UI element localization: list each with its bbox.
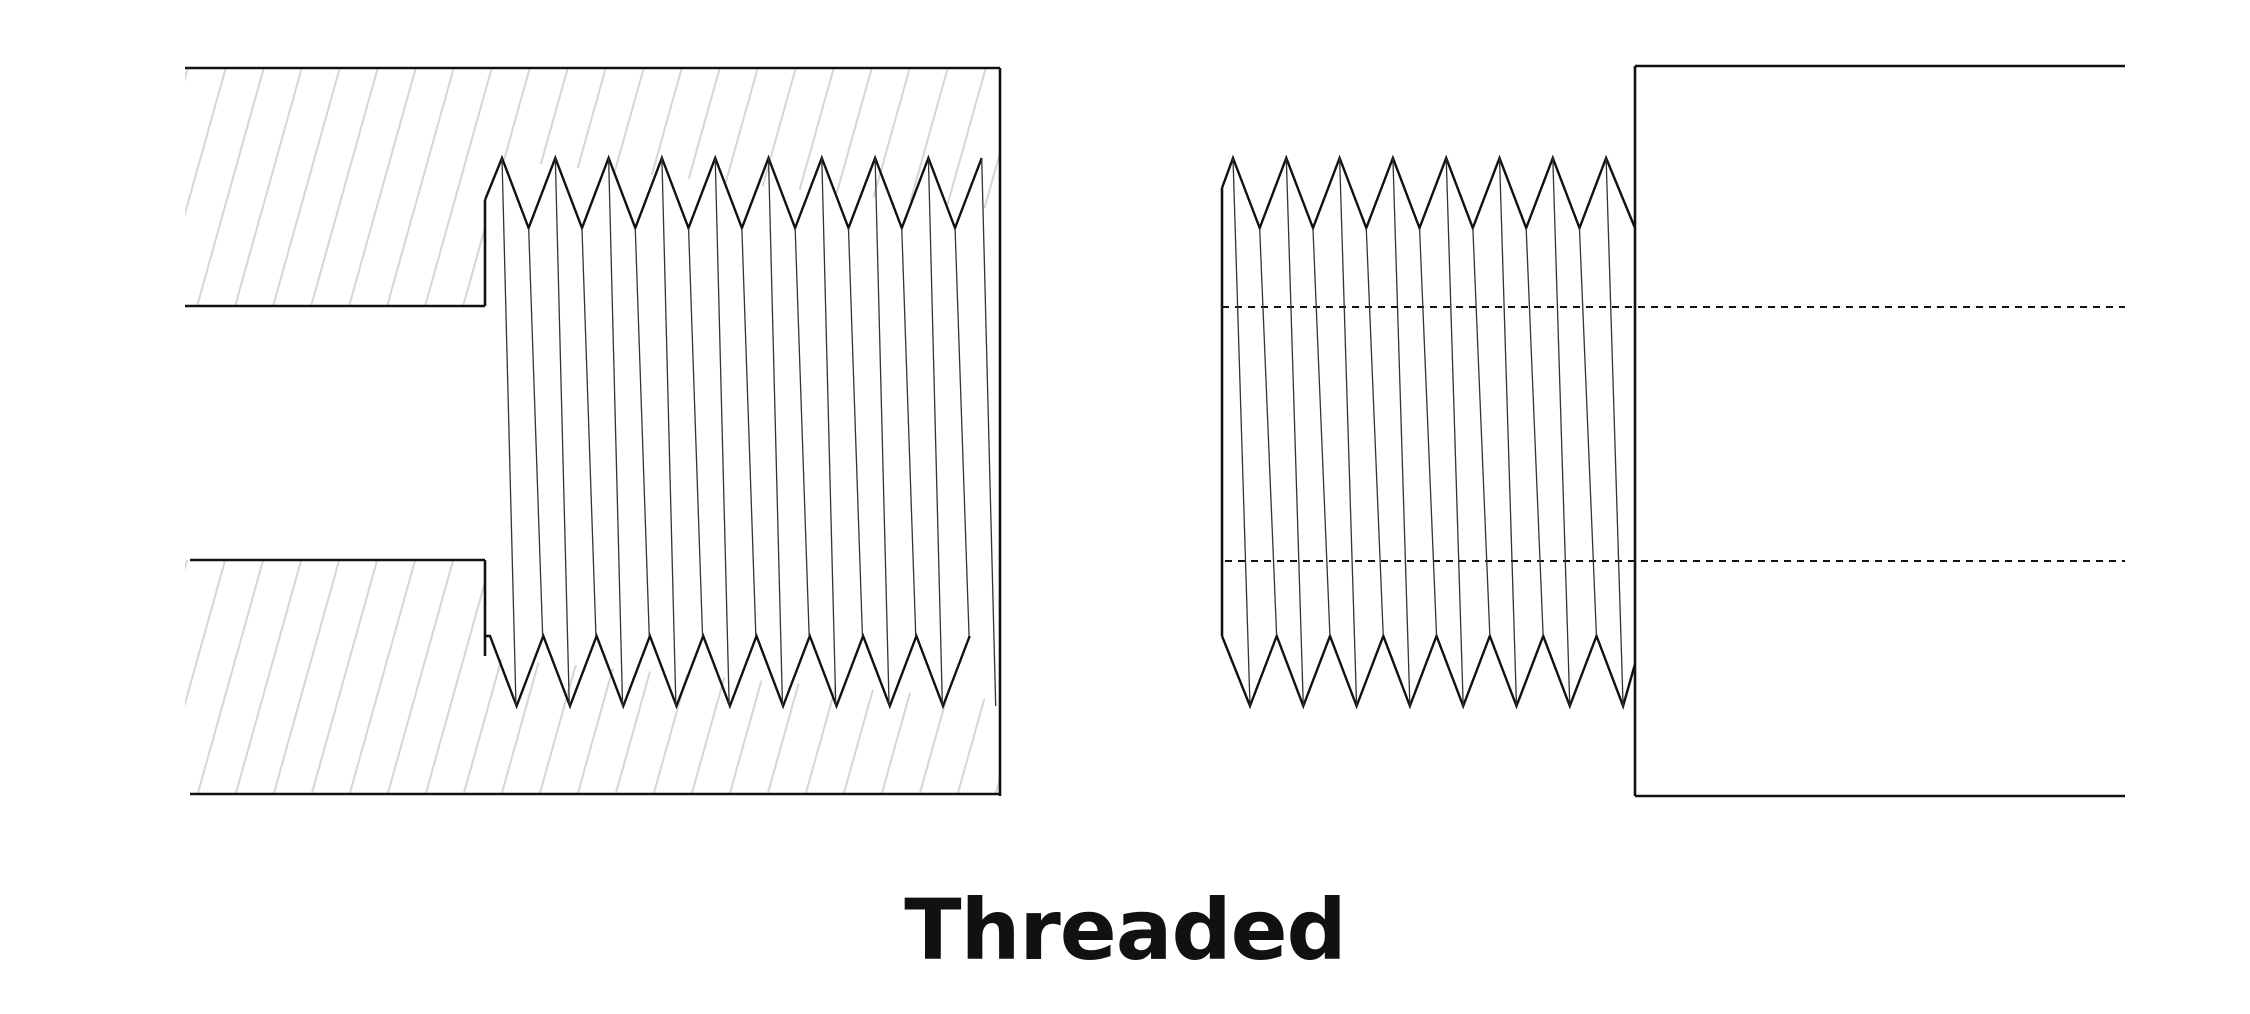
hatch-line xyxy=(841,68,913,306)
hatch-line xyxy=(233,560,305,794)
external-helix-line xyxy=(1525,227,1544,637)
internal-thread-top-profile xyxy=(483,154,983,232)
internal-helix-line xyxy=(714,157,730,707)
internal-helix-line xyxy=(954,227,970,637)
internal-helix-line xyxy=(821,157,837,707)
hatch-line xyxy=(803,68,875,306)
internal-helix-line xyxy=(661,157,677,707)
hatch-line xyxy=(309,68,381,306)
hatch-line xyxy=(499,68,571,306)
hatch-line xyxy=(233,68,305,306)
hatch-line xyxy=(347,68,419,306)
internal-helix-line xyxy=(607,157,624,707)
external-helix-line xyxy=(1445,157,1464,707)
external-helix-line xyxy=(1605,157,1624,707)
hatch-line xyxy=(651,560,723,794)
caption-label: Threaded xyxy=(904,881,1346,979)
hatch-line xyxy=(1070,60,1140,310)
internal-thread-bottom-profile xyxy=(485,632,971,710)
hatch-line xyxy=(461,68,533,306)
internal-helix-line xyxy=(901,227,917,637)
external-helix-line xyxy=(1285,157,1304,707)
external-helix-line xyxy=(1552,157,1571,707)
internal-helix-line xyxy=(874,157,890,707)
internal-helix-line xyxy=(501,157,517,707)
hatch-line xyxy=(499,560,571,794)
external-helix-line xyxy=(1498,157,1518,707)
hatch-line xyxy=(613,68,685,306)
hatch-line xyxy=(803,560,875,794)
external-helix-line xyxy=(1365,227,1384,637)
internal-helix-line xyxy=(581,227,597,637)
hatch-line xyxy=(185,68,229,306)
internal-helix-line xyxy=(554,157,570,707)
hatch-line xyxy=(955,560,1000,794)
hatch-line xyxy=(1032,60,1102,310)
external-helix-line xyxy=(1392,157,1411,707)
internal-helix-line xyxy=(528,227,544,637)
hatch-line xyxy=(993,68,1000,306)
external-helix-line xyxy=(1338,157,1358,707)
external-helix-line xyxy=(1232,157,1251,707)
hatch-line xyxy=(347,560,419,794)
hatch-line xyxy=(727,560,799,794)
hatch-line xyxy=(185,68,191,306)
hatch-line xyxy=(993,560,1000,794)
hatch-line xyxy=(271,68,343,306)
hatch-line xyxy=(917,560,989,794)
hatch-bottom xyxy=(185,550,1140,800)
external-helix-line xyxy=(1578,227,1598,637)
external-helix-line xyxy=(1312,227,1331,637)
external-threaded-part xyxy=(1220,64,2125,798)
hatch-line xyxy=(461,560,533,794)
internal-helix-line xyxy=(767,157,784,707)
external-thread-bottom-profile xyxy=(1220,632,1637,710)
hatch-line xyxy=(185,560,229,794)
hatch-line xyxy=(727,68,799,306)
internal-helix-line xyxy=(927,157,944,707)
hatch-line xyxy=(1070,550,1140,800)
hatch-line xyxy=(185,560,191,794)
hatch-line xyxy=(1032,550,1102,800)
internal-helix-line xyxy=(634,227,650,637)
internal-helix-line xyxy=(981,157,997,707)
hatch-line xyxy=(385,560,457,794)
external-helix-line xyxy=(1259,227,1278,637)
hatch-line xyxy=(423,68,495,306)
internal-helix-line xyxy=(847,227,864,637)
internal-threaded-part xyxy=(185,60,1140,800)
external-thread-top-profile xyxy=(1220,154,1637,232)
hatch-line xyxy=(195,68,267,306)
hatch-line xyxy=(309,560,381,794)
internal-helix-line xyxy=(741,227,757,637)
internal-helix-line xyxy=(794,227,810,637)
internal-helix-line xyxy=(687,227,704,637)
hatch-top xyxy=(185,60,1140,310)
hatch-line xyxy=(385,68,457,306)
hatch-line xyxy=(423,560,495,794)
hatch-line xyxy=(765,68,837,306)
hatch-line xyxy=(195,560,267,794)
hatch-line xyxy=(537,560,609,794)
hatch-line xyxy=(955,68,1000,306)
external-helix-line xyxy=(1418,227,1438,637)
external-helix-line xyxy=(1472,227,1491,637)
hatch-line xyxy=(271,560,343,794)
